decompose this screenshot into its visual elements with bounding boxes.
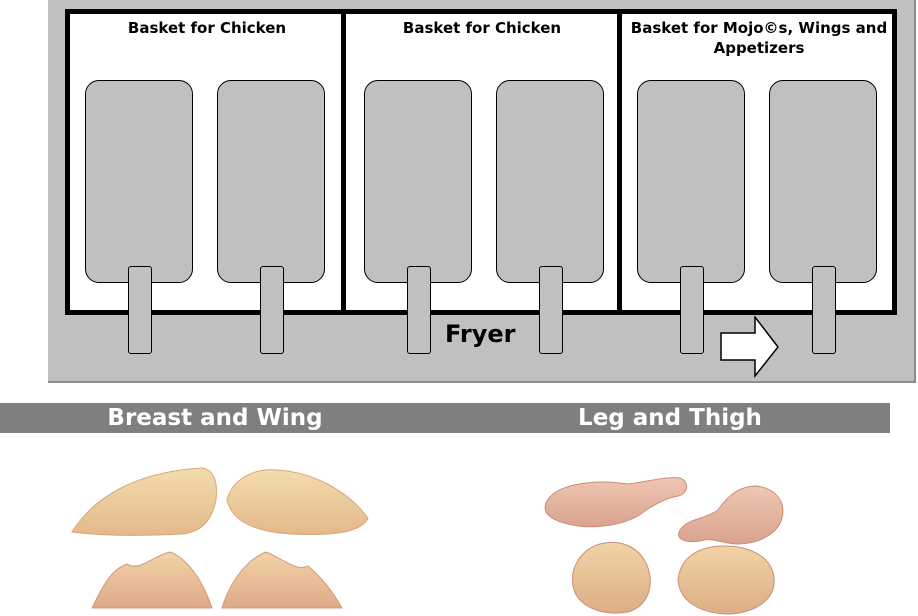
fryer-label: Fryer <box>445 320 545 348</box>
basket-handle <box>407 266 431 354</box>
basket <box>769 80 877 283</box>
basket <box>85 80 193 283</box>
section-label-breast-wing: Breast and Wing <box>105 403 325 433</box>
right-arrow-icon <box>720 316 780 378</box>
basket-handle <box>812 266 836 354</box>
section-label-leg-thigh: Leg and Thigh <box>550 403 790 433</box>
leg-and-thigh-photo <box>528 458 828 616</box>
basket <box>217 80 325 283</box>
section-band: Breast and Wing Leg and Thigh <box>0 403 890 433</box>
basket <box>364 80 472 283</box>
breast-and-wing-photo <box>62 460 402 616</box>
bay-title-1: Basket for Chicken <box>72 18 342 38</box>
bay-title-2: Basket for Chicken <box>347 18 617 38</box>
basket-handle <box>260 266 284 354</box>
basket-handle <box>680 266 704 354</box>
basket <box>637 80 745 283</box>
bay-divider <box>617 9 622 315</box>
basket-handle <box>128 266 152 354</box>
basket <box>496 80 604 283</box>
bay-divider <box>341 9 346 315</box>
bay-title-3: Basket for Mojo©s, Wings and Appetizers <box>624 18 894 58</box>
